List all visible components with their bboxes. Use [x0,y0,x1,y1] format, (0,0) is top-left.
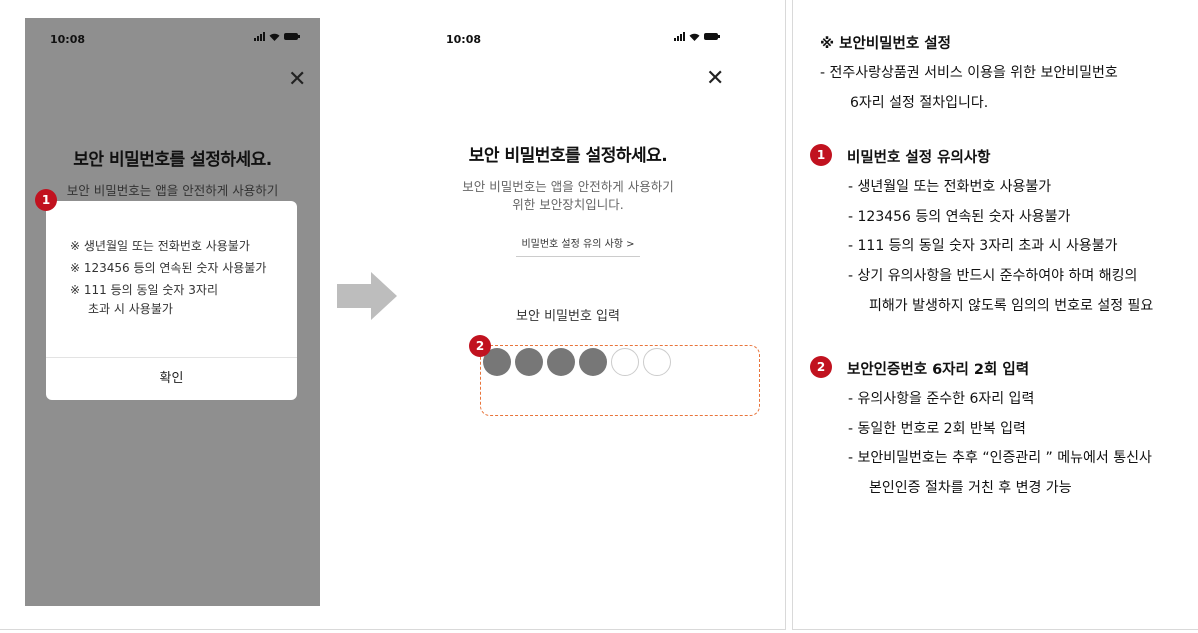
modal-divider [46,357,297,358]
left-frame [0,0,786,630]
signal-icon [254,32,265,41]
step-badge-1: 1 [35,189,57,211]
guide-item: 본인인증 절차를 거친 후 변경 가능 [869,480,1072,496]
guide-intro: - 전주사랑상품권 서비스 이용을 위한 보안비밀번호 [820,65,1118,81]
notice-item: ※ 생년월일 또는 전화번호 사용불가 [70,239,250,253]
page-subtitle: 보안 비밀번호는 앱을 안전하게 사용하기 [66,183,279,198]
page-title: 보안 비밀번호를 설정하세요. [73,150,272,170]
phone-screen-2: 10:08 ✕ 보안 비밀번호를 설정하세요. 보안 비밀번호는 앱을 안전하게… [420,18,760,606]
confirm-button[interactable]: 확인 [159,371,184,386]
guide-item: - 동일한 번호로 2회 반복 입력 [848,421,1026,437]
next-arrow-icon [337,272,397,320]
guide-item: - 유의사항을 준수한 6자리 입력 [848,391,1035,407]
guide-intro: 6자리 설정 절차입니다. [850,95,989,111]
status-icons [254,32,300,41]
wifi-icon [689,33,700,41]
battery-icon [284,33,300,40]
guide-badge-2: 2 [810,356,832,378]
guide-item: - 111 등의 동일 숫자 3자리 초과 시 사용불가 [848,238,1118,254]
wifi-icon [269,33,280,41]
close-icon[interactable]: ✕ [288,67,307,92]
status-time: 10:08 [50,33,86,46]
guide-title: ※ 보안비밀번호 설정 [820,36,951,52]
signal-icon [674,32,685,41]
pin-dot-filled [579,348,607,376]
page-title: 보안 비밀번호를 설정하세요. [468,146,668,166]
subtitle-line: 보안 비밀번호는 앱을 안전하게 사용하기 [462,179,674,194]
section-heading: 보안인증번호 6자리 2회 입력 [847,362,1030,378]
notice-item: ※ 111 등의 동일 숫자 3자리 [70,283,218,297]
phone-screen-1: 10:08 ✕ 보안 비밀번호를 설정하세요. 보안 비밀번호는 앱을 안전하게… [25,18,320,606]
subtitle-line: 위한 보안장치입니다. [512,197,624,212]
pin-input-highlight [480,345,760,416]
guide-item: 피해가 발생하지 않도록 임의의 번호로 설정 필요 [869,298,1154,314]
pin-input[interactable] [483,348,671,376]
guide-badge-1: 1 [810,144,832,166]
notice-list: ※ 생년월일 또는 전화번호 사용불가 ※ 123456 등의 연속된 숫자 사… [70,235,266,320]
section-heading: 비밀번호 설정 유의사항 [847,150,991,166]
notice-item: ※ 123456 등의 연속된 숫자 사용불가 [70,261,267,275]
right-frame [792,0,1198,630]
pin-input-label: 보안 비밀번호 입력 [516,309,620,324]
guide-item: - 상기 유의사항을 반드시 준수하여야 하며 해킹의 [848,268,1138,284]
password-notice-link[interactable]: 비밀번호 설정 유의 사항 > [516,235,640,257]
pin-dot-filled [547,348,575,376]
pin-dot-empty [643,348,671,376]
page-subtitle: 보안 비밀번호는 앱을 안전하게 사용하기 위한 보안장치입니다. [408,178,728,214]
step-badge-2: 2 [469,335,491,357]
guide-item: - 123456 등의 연속된 숫자 사용불가 [848,209,1071,225]
status-time: 10:08 [446,33,482,46]
close-icon[interactable]: ✕ [706,66,725,91]
pin-dot-filled [515,348,543,376]
pin-dot-empty [611,348,639,376]
status-icons [674,32,720,41]
battery-icon [704,33,720,40]
guide-item: - 보안비밀번호는 추후 “인증관리 ” 메뉴에서 통신사 [848,450,1152,466]
notice-item: 초과 시 사용불가 [88,302,173,316]
guide-item: - 생년월일 또는 전화번호 사용불가 [848,179,1052,195]
notice-modal: ※ 생년월일 또는 전화번호 사용불가 ※ 123456 등의 연속된 숫자 사… [46,201,297,400]
